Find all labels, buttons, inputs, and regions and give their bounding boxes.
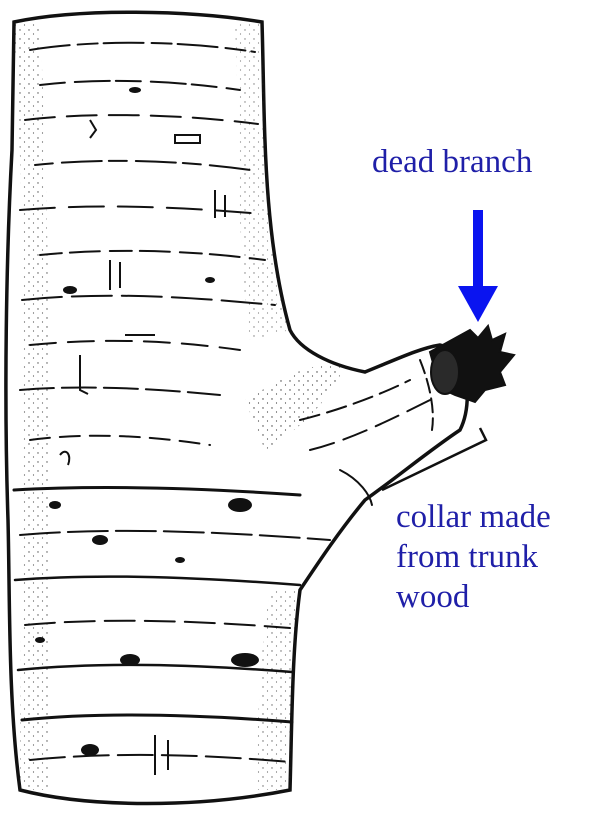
dead-branch-label: dead branch — [372, 142, 532, 182]
trunk-outline — [6, 12, 467, 803]
collar-label-line-2: from trunk — [396, 537, 551, 577]
arrow-icon — [458, 210, 498, 322]
dead-branch-cut-face — [431, 350, 459, 394]
collar-label: collar made from trunk wood — [396, 497, 551, 617]
collar-label-line-3: wood — [396, 577, 551, 617]
collar-label-line-1: collar made — [396, 497, 551, 537]
